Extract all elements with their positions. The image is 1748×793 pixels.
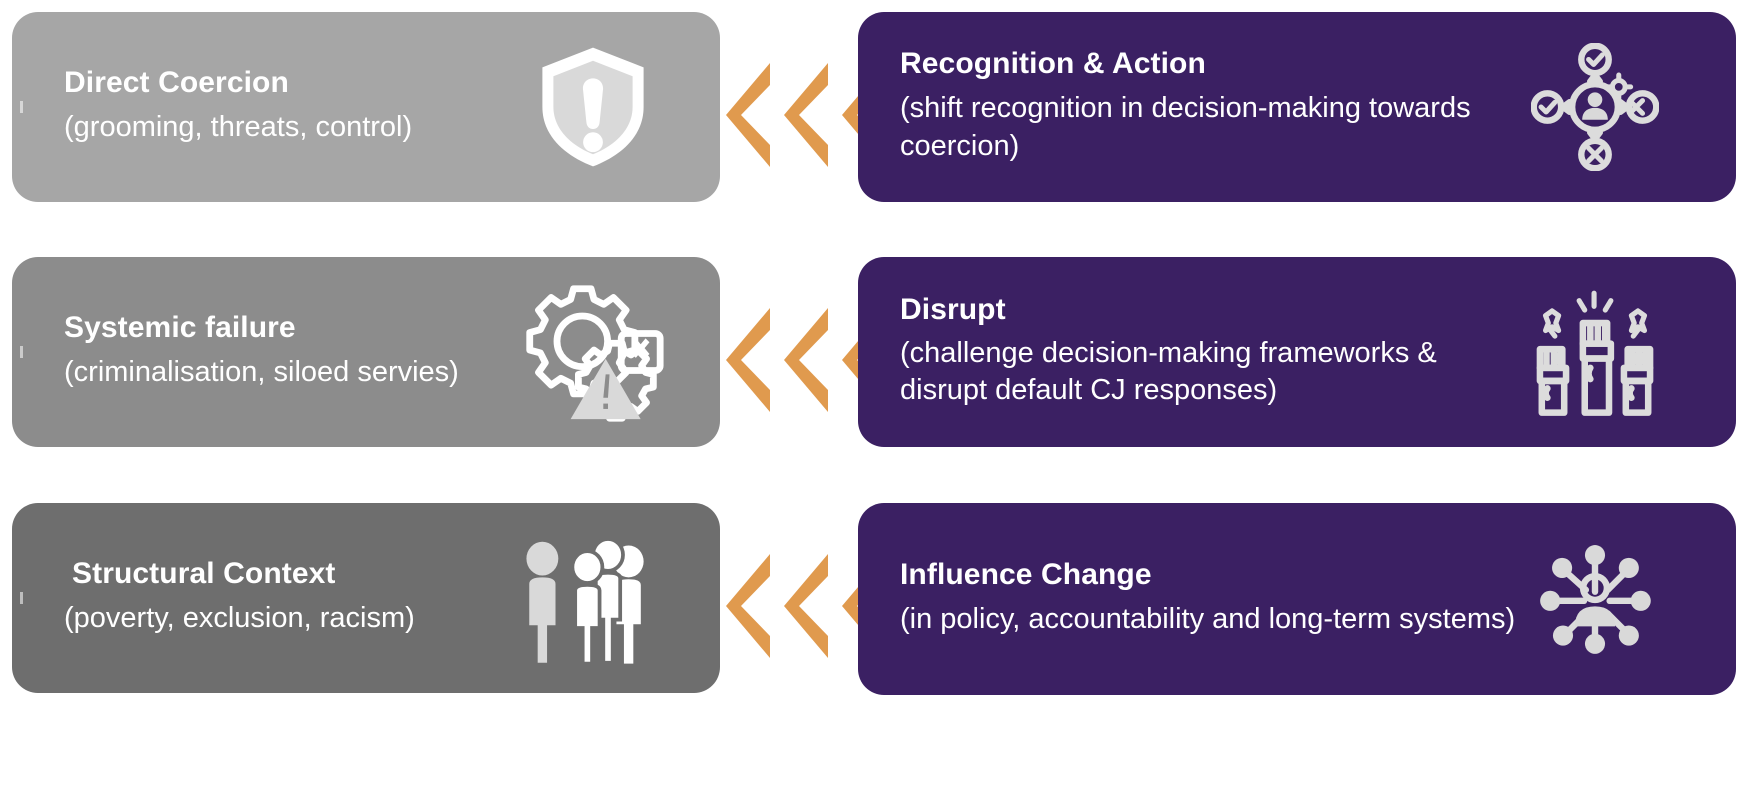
problem-card-title: Systemic failure	[64, 311, 296, 345]
problem-card-title: Structural Context	[72, 557, 336, 591]
excluded-person-shape	[526, 541, 559, 663]
response-card-disrupt[interactable]: Disrupt (challenge decision-making frame…	[858, 257, 1736, 447]
response-card-title: Disrupt	[900, 292, 1006, 326]
response-card-recognition-action[interactable]: Recognition & Action (shift recognition …	[858, 12, 1736, 202]
problem-card-subtitle: (grooming, threats, control)	[64, 110, 413, 143]
people-group-excluded-icon	[518, 523, 668, 673]
response-card-subtitle: (shift recognition in decision-making to…	[900, 91, 1471, 163]
diagram-row-2: Systemic failure (criminalisation, siloe…	[0, 257, 1748, 462]
problem-card-title: Direct Coercion	[64, 66, 289, 100]
shield-exclamation-icon	[518, 32, 668, 182]
problem-card-text: Direct Coercion (grooming, threats, cont…	[64, 67, 518, 147]
problem-card-text: Structural Context (poverty, exclusion, …	[64, 558, 518, 638]
radial-network-person-icon	[1520, 524, 1670, 674]
response-card-text: Influence Change (in policy, accountabil…	[900, 559, 1520, 639]
diagram-row-1: Direct Coercion (grooming, threats, cont…	[0, 12, 1748, 217]
response-card-text: Disrupt (challenge decision-making frame…	[900, 294, 1520, 410]
response-card-subtitle: (in policy, accountability and long-term…	[900, 602, 1516, 635]
response-card-influence-change[interactable]: Influence Change (in policy, accountabil…	[858, 503, 1736, 695]
card-edge-tick	[20, 592, 23, 604]
problem-card-structural-context[interactable]: Structural Context (poverty, exclusion, …	[12, 503, 720, 693]
problem-card-systemic-failure[interactable]: Systemic failure (criminalisation, siloe…	[12, 257, 720, 447]
response-card-title: Recognition & Action	[900, 46, 1206, 80]
gears-warning-error-icon	[518, 277, 668, 427]
raised-fists-icon	[1520, 277, 1670, 427]
problem-card-subtitle: (criminalisation, siloed servies)	[64, 355, 459, 388]
problem-card-subtitle: (poverty, exclusion, racism)	[64, 601, 415, 634]
decision-network-person-icon	[1520, 32, 1670, 182]
card-edge-tick	[20, 346, 23, 358]
card-edge-tick	[20, 101, 23, 113]
problem-card-text: Systemic failure (criminalisation, siloe…	[64, 312, 518, 392]
problem-card-direct-coercion[interactable]: Direct Coercion (grooming, threats, cont…	[12, 12, 720, 202]
response-card-title: Influence Change	[900, 558, 1152, 592]
diagram-row-3: Structural Context (poverty, exclusion, …	[0, 503, 1748, 708]
response-card-text: Recognition & Action (shift recognition …	[900, 46, 1520, 167]
response-card-subtitle: (challenge decision-making frameworks & …	[900, 336, 1437, 407]
